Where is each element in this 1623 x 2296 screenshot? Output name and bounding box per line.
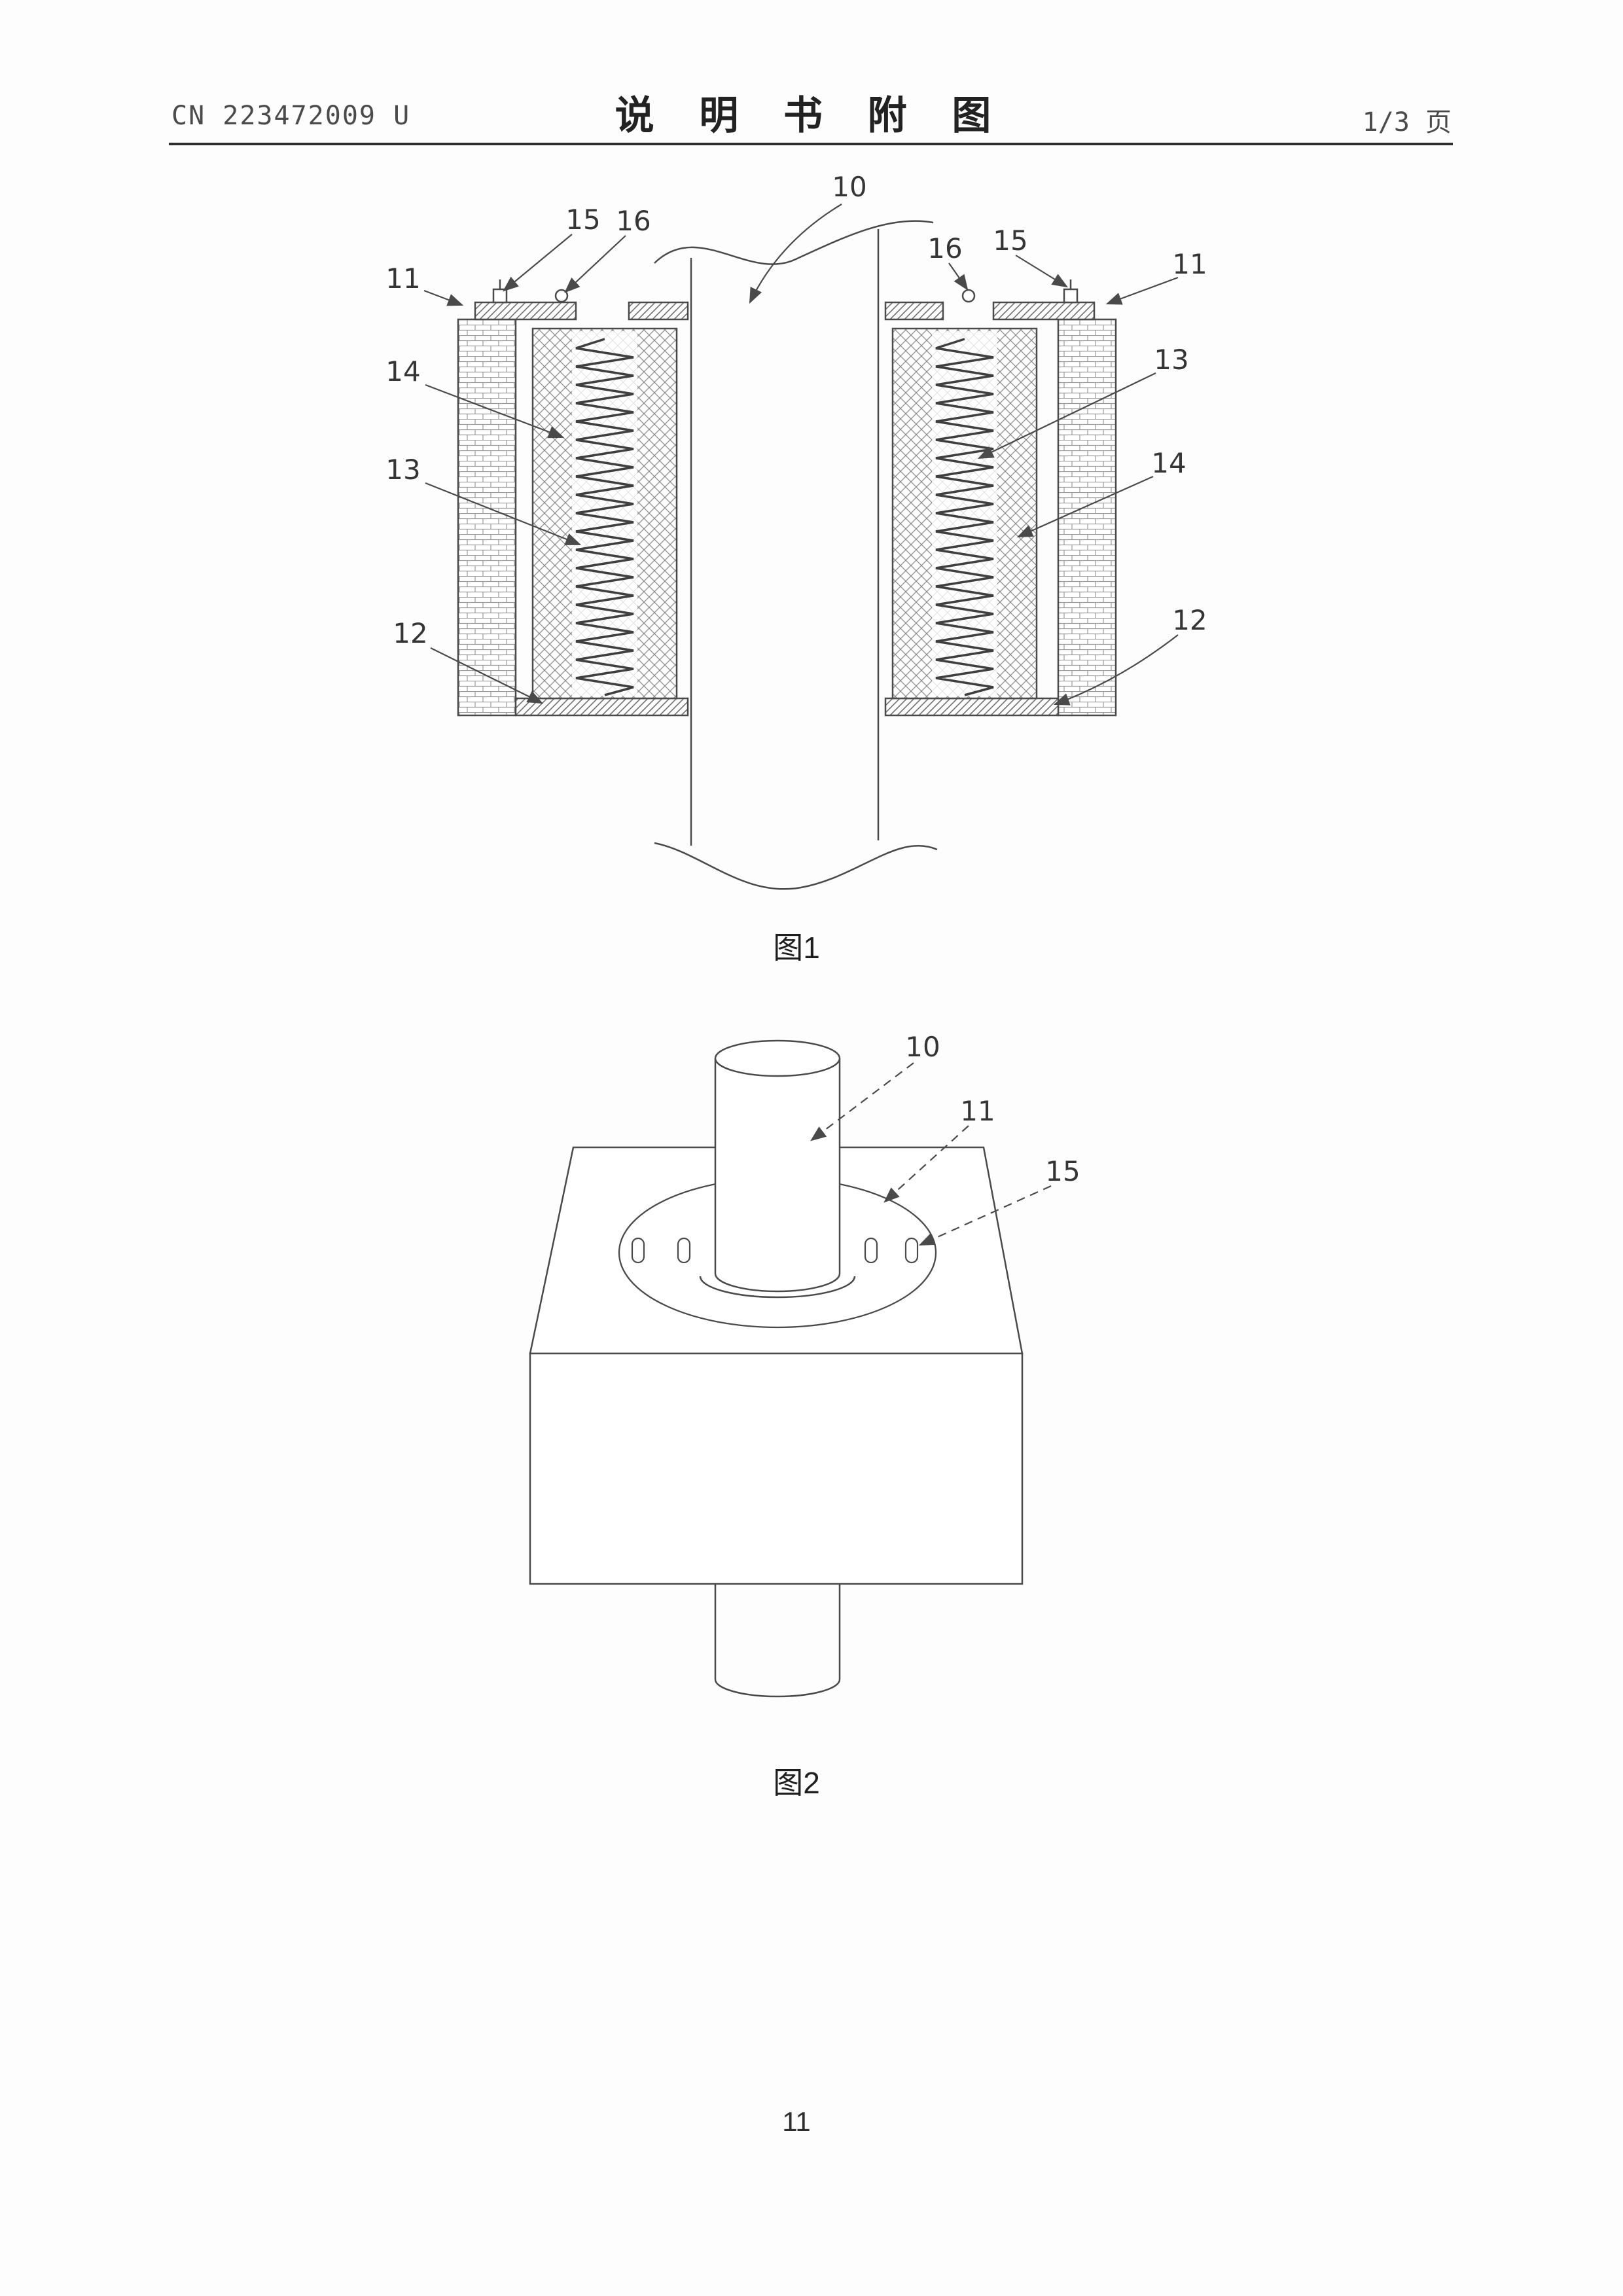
slot [864, 1237, 878, 1264]
page-number: 11 [782, 2106, 811, 2137]
fig1-label-12-left: 12 [393, 617, 427, 649]
fig1-label-10: 10 [832, 171, 866, 203]
figure-1-caption: 图1 [773, 931, 820, 965]
left-top-plate-outer [474, 301, 577, 321]
fig1-label-13-right: 13 [1154, 344, 1188, 376]
patent-number: CN 223472009 U [171, 101, 411, 131]
right-housing [884, 279, 1117, 717]
figure-2-caption: 图2 [773, 1766, 820, 1800]
fig1-label-12-right: 12 [1172, 604, 1207, 636]
cylinder-body [714, 1058, 841, 1293]
left-top-plate-inner [628, 301, 689, 321]
right-spring [935, 338, 994, 696]
fig1-leader-lines [423, 204, 1179, 706]
flange-slots [631, 1237, 919, 1264]
shaft-top-break-line [654, 220, 934, 265]
left-bottom-plate [514, 697, 689, 717]
shaft [654, 220, 938, 890]
box-front-face [529, 1352, 1024, 1585]
cylinder-top [714, 1039, 841, 1077]
fig1-label-11-left: 11 [385, 262, 420, 295]
figure-1-drawing: 15 16 11 14 13 12 10 16 15 11 13 14 12 [385, 171, 1207, 890]
right-bolt-15 [1063, 279, 1079, 304]
header-rule [169, 143, 1453, 145]
fig1-label-13-left: 13 [385, 454, 420, 486]
fig1-label-15-left: 15 [565, 204, 600, 236]
fig1-label-15-right: 15 [993, 224, 1027, 257]
left-housing [457, 279, 689, 717]
right-bolt-16 [961, 289, 976, 303]
slot [677, 1237, 691, 1264]
fig2-label-10: 10 [905, 1031, 940, 1063]
fig1-label-16-right: 16 [927, 232, 962, 264]
right-bottom-plate [884, 697, 1060, 717]
fig1-label-16-left: 16 [616, 205, 651, 237]
page-indicator: 1/3 页 [1362, 107, 1452, 137]
fig1-label-14-right: 14 [1151, 447, 1186, 479]
right-top-plate-inner [884, 301, 944, 321]
slot [631, 1237, 645, 1264]
bottom-shaft [714, 1584, 841, 1698]
figure-2-drawing: 10 11 15 [529, 1031, 1080, 1698]
shaft-cylinder [714, 1039, 841, 1293]
shaft-bottom-break-line [654, 842, 938, 890]
page-title: 说 明 书 附 图 [615, 94, 1008, 137]
left-spring [575, 338, 634, 696]
fig2-label-11: 11 [960, 1095, 995, 1127]
right-outer-block [1057, 318, 1117, 717]
flange-hole-arc [699, 1276, 856, 1299]
fig1-label-14-left: 14 [385, 355, 420, 387]
fig2-leader-lines [810, 1062, 1052, 1246]
left-outer-block [457, 318, 517, 717]
slot [904, 1237, 919, 1264]
fig1-label-11-right: 11 [1172, 248, 1207, 280]
left-bolt-15 [492, 279, 508, 304]
fig2-label-15: 15 [1045, 1155, 1080, 1187]
right-top-plate-outer [992, 301, 1096, 321]
